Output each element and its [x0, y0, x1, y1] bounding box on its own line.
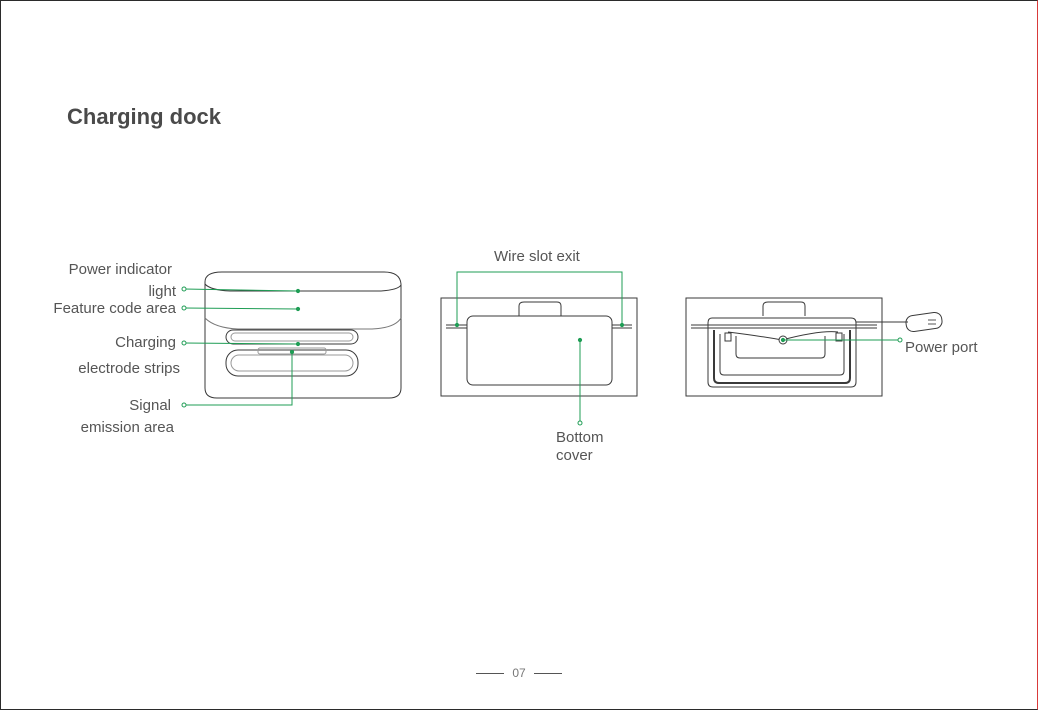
dock-bottom-view — [441, 298, 637, 396]
label-charging-line1: Charging — [115, 334, 176, 352]
label-signal-line2: emission area — [81, 419, 174, 437]
label-bottom-cover-line2: cover — [556, 447, 593, 465]
page-footer: 07 — [0, 666, 1038, 680]
dock-front-view — [205, 272, 401, 398]
label-power-port: Power port — [905, 339, 978, 357]
front-callouts — [182, 287, 300, 407]
label-charging-line2: electrode strips — [78, 360, 180, 378]
label-wire-slot-exit: Wire slot exit — [494, 248, 580, 266]
label-feature-code-area: Feature code area — [53, 300, 176, 318]
label-power-indicator-line2: light — [148, 283, 176, 301]
label-signal-line1: Signal — [129, 397, 171, 415]
page-number: 07 — [512, 666, 525, 680]
label-power-indicator-line1: Power indicator — [69, 261, 172, 279]
footer-rule-right — [534, 673, 562, 674]
footer-rule-left — [476, 673, 504, 674]
label-bottom-cover-line1: Bottom — [556, 429, 604, 447]
